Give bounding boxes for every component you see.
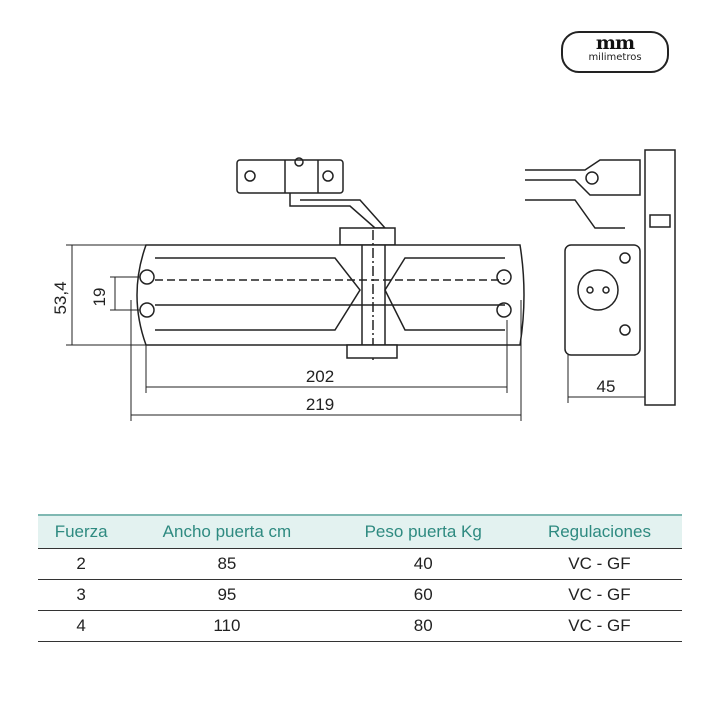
- cell: 2: [38, 548, 125, 580]
- dim-depth-label: 45: [597, 377, 616, 396]
- header-ancho: Ancho puerta cm: [124, 514, 330, 549]
- cell: 60: [329, 579, 517, 611]
- dimension-lines: [66, 244, 645, 421]
- logo: mm milimetros: [561, 31, 669, 73]
- logo-mark: mm: [595, 32, 635, 54]
- header-fuerza: Fuerza: [38, 514, 125, 549]
- cell: 3: [38, 579, 125, 611]
- dim-screw-label: 19: [90, 288, 109, 307]
- cell: 110: [124, 610, 330, 642]
- cell: VC - GF: [516, 610, 682, 642]
- dim-202-label: 202: [306, 367, 334, 386]
- logo-text: milimetros: [588, 52, 642, 63]
- specs-table: Fuerza Ancho puerta cm Peso puerta Kg Re…: [38, 514, 682, 642]
- front-view: [136, 157, 525, 360]
- cell: 80: [329, 610, 517, 642]
- side-view: [525, 149, 676, 406]
- cell: 4: [38, 610, 125, 642]
- cell: 95: [124, 579, 330, 611]
- cell: VC - GF: [516, 548, 682, 580]
- header-peso: Peso puerta Kg: [329, 514, 517, 549]
- cell: 85: [124, 548, 330, 580]
- cell: 40: [329, 548, 517, 580]
- header-regulaciones: Regulaciones: [516, 514, 682, 549]
- dim-height-label: 53,4: [51, 281, 70, 314]
- cell: VC - GF: [516, 579, 682, 611]
- dim-219-label: 219: [306, 395, 334, 414]
